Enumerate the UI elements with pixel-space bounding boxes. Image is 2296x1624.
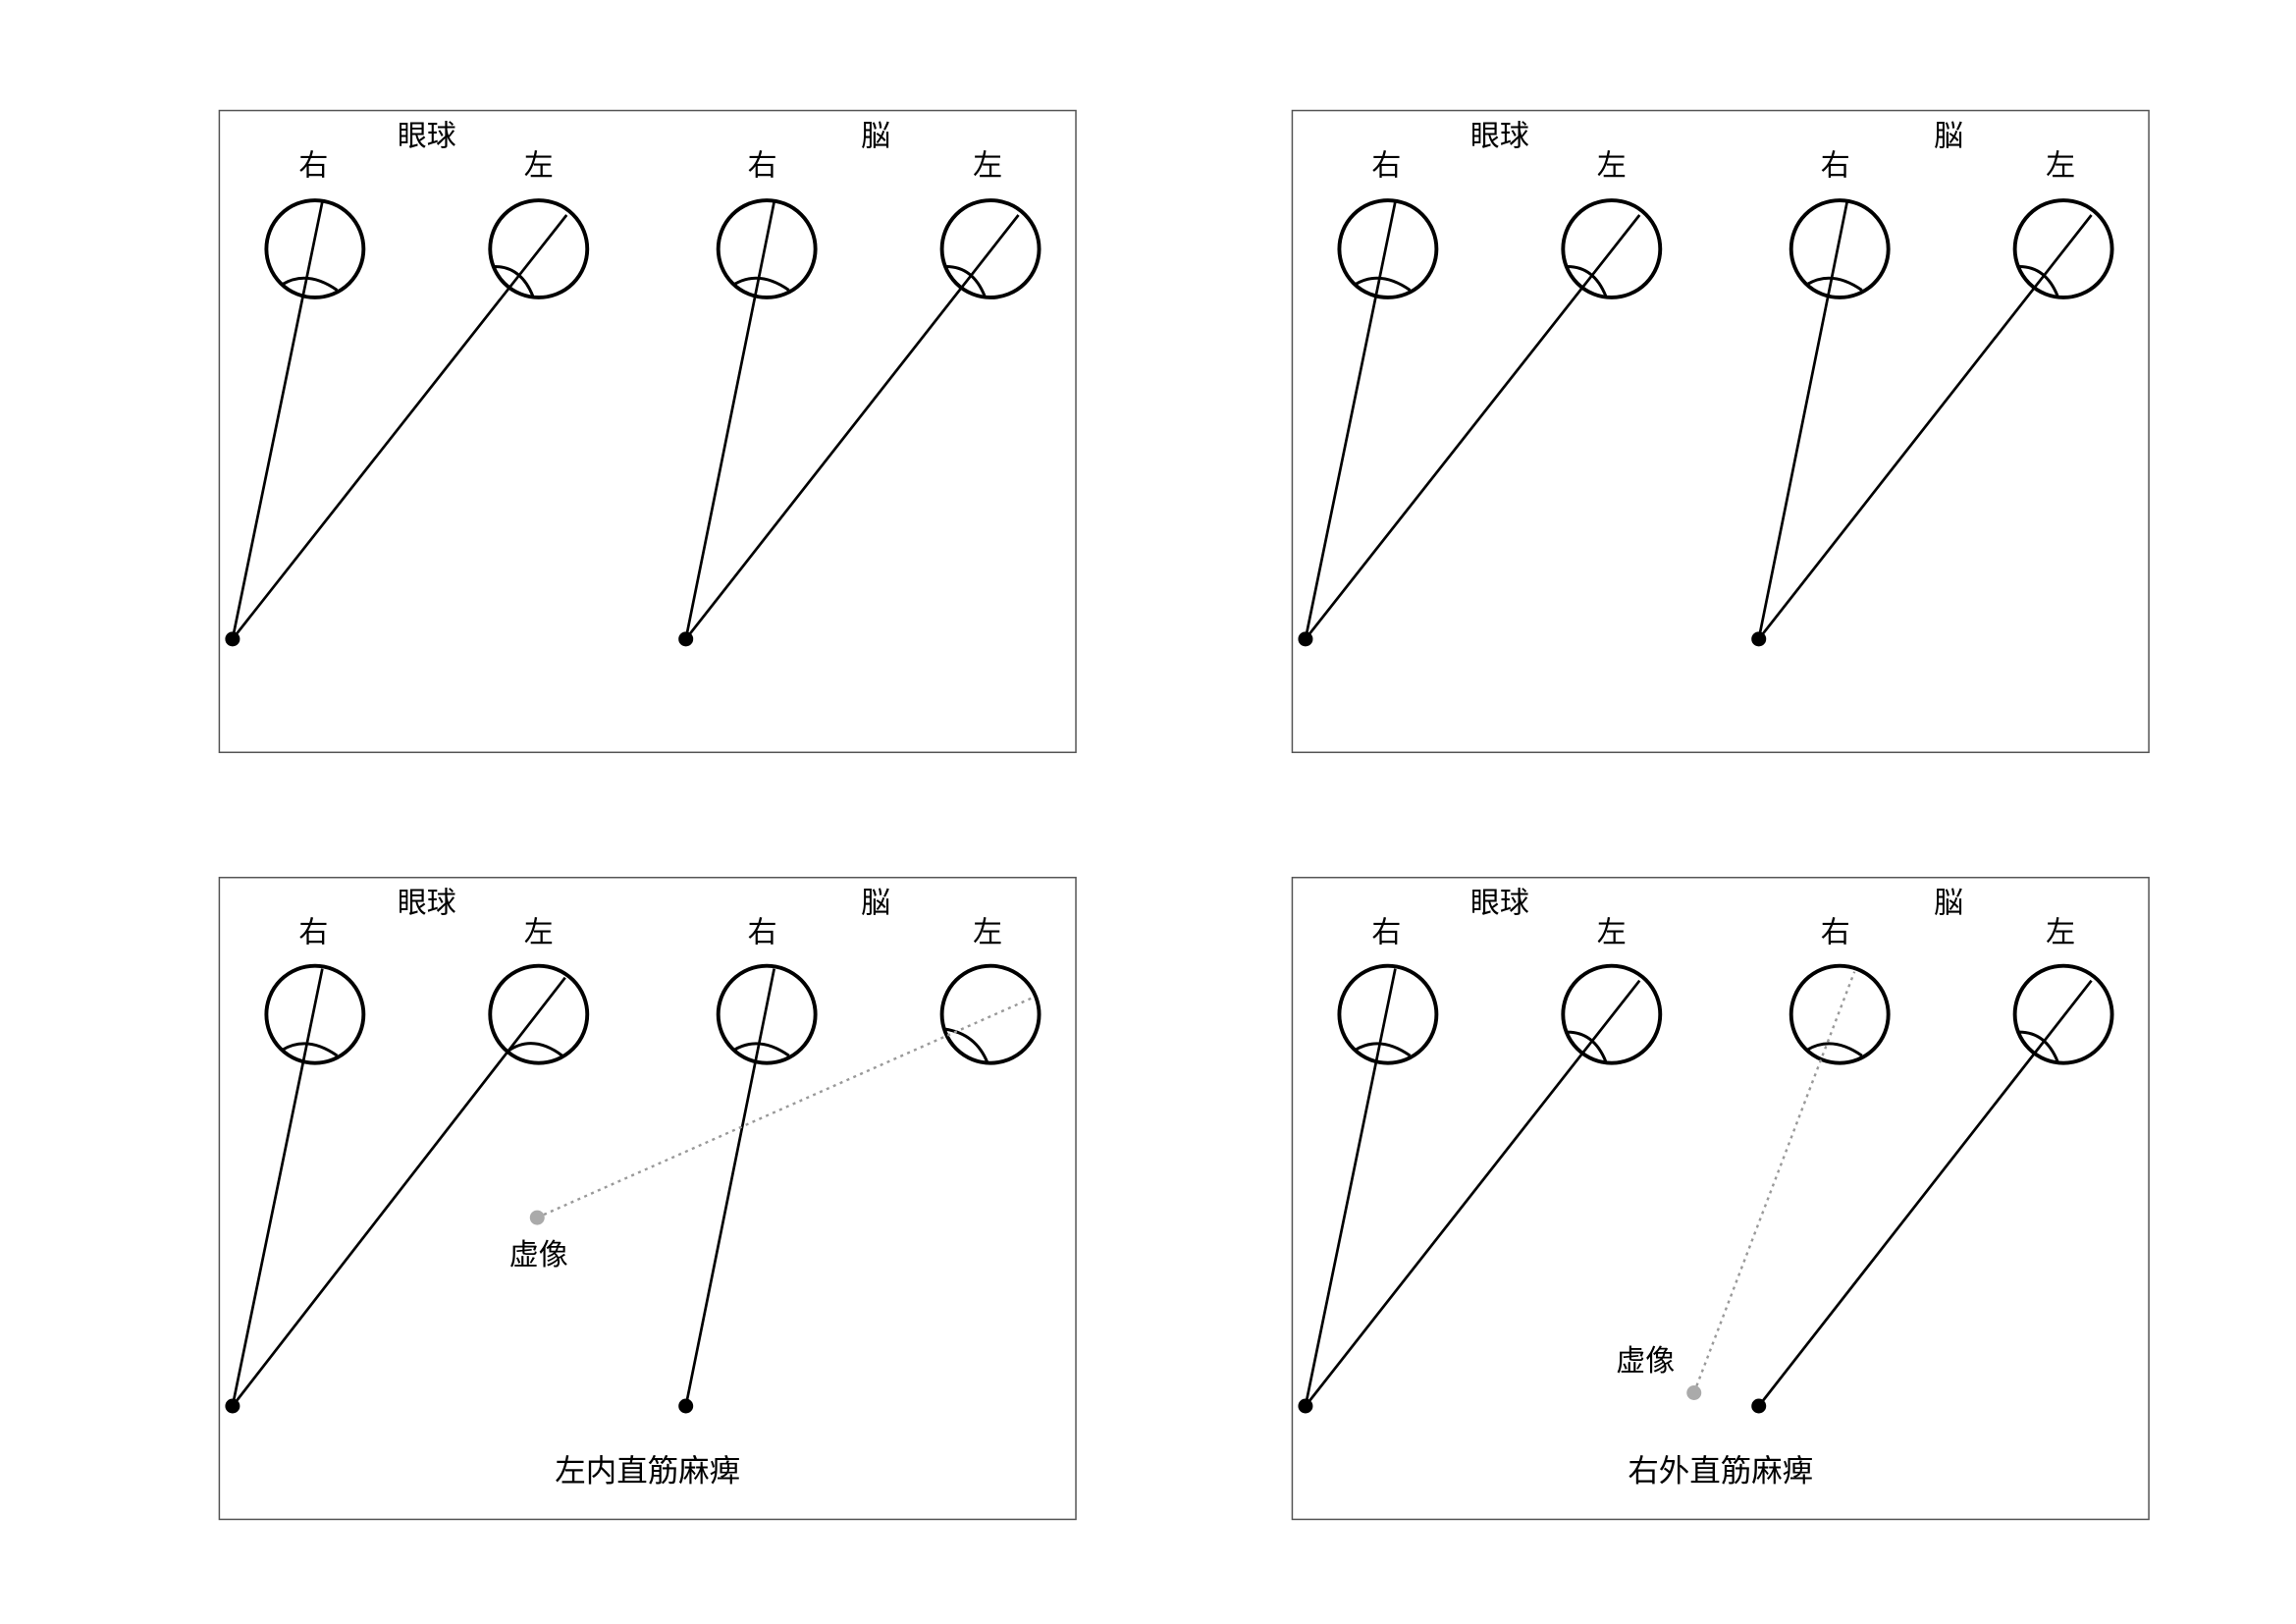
panel-normal-1: 眼球 脳 右 左 右 左 [218,109,1077,754]
panel-frame [218,876,1077,1521]
perceived-point [1751,1398,1767,1414]
retina-arc [1567,1030,1608,1062]
brain-eye-left [939,198,1041,299]
eye-left-label: 左 [524,149,554,184]
panel-right-lateral-rectus-palsy: 眼球 脳 右 左 右 左 虚像 右外直筋麻痺 [1291,876,2150,1521]
virtual-image-point [529,1210,545,1225]
brain-right-label: 右 [748,916,777,950]
perceived-line [1757,201,1849,640]
virtual-image-label: 虚像 [1616,1344,1675,1379]
sight-line [231,968,324,1407]
retina-arc [1806,276,1863,292]
eyeball-header: 眼球 [1470,887,1529,921]
panel-frame [218,109,1077,754]
retina-arc [1806,1042,1863,1057]
retina-arc [944,1027,989,1064]
perceived-point [1751,631,1767,647]
panel-left-medial-rectus-palsy: 眼球 脳 右 左 右 左 虚像 左内直筋麻痺 [218,876,1077,1521]
eyeball-header: 眼球 [398,120,456,154]
brain-eye-right [1789,963,1891,1065]
brain-header: 脳 [1934,887,1963,921]
sight-line [1304,201,1397,640]
retina-arc [2019,1030,2059,1062]
brain-right-label: 右 [748,149,777,184]
panel-frame [1291,109,2150,754]
virtual-image-line [536,996,1036,1219]
fixation-point [225,631,240,647]
brain-eye-left [2012,198,2114,299]
brain-left-label: 左 [2046,149,2075,184]
eye-left-label: 左 [1597,149,1627,184]
retina-arc [1567,264,1608,298]
retina-arc [733,276,790,292]
retina-arc [2019,264,2059,298]
eyeball-header: 眼球 [1470,120,1529,154]
sight-line [231,214,568,640]
perceived-line [684,201,775,640]
brain-eye-left [939,963,1041,1065]
brain-left-label: 左 [2046,916,2075,950]
panel-frame [1291,876,2150,1521]
eye-right-label: 右 [1371,149,1401,184]
fixation-point [225,1398,240,1414]
eye-right [264,963,366,1065]
eye-right [264,198,366,299]
brain-left-label: 左 [973,149,1002,184]
perceived-point [678,1398,694,1414]
virtual-image-label: 虚像 [509,1238,568,1272]
brain-header: 脳 [861,120,890,154]
virtual-image-line [1692,971,1856,1393]
eye-left [1561,963,1663,1065]
sight-line [231,201,324,640]
brain-right-label: 右 [1821,149,1850,184]
eye-left-label: 左 [524,916,554,950]
retina-arc [733,1042,790,1057]
eye-left-label: 左 [1597,916,1627,950]
brain-header: 脳 [1934,120,1963,154]
eye-left [1561,198,1663,299]
brain-left-label: 左 [973,916,1002,950]
eye-right [1337,198,1439,299]
brain-eye-left [2012,963,2114,1065]
brain-eye-right [1789,198,1891,299]
sight-line [1304,979,1641,1407]
panel-normal-2: 眼球 脳 右 左 右 左 [1291,109,2150,754]
brain-right-label: 右 [1821,916,1850,950]
caption: 左内直筋麻痺 [555,1453,740,1489]
eye-right-label: 右 [298,149,328,184]
retina-arc [1355,1042,1412,1057]
retina-arc [282,1042,339,1057]
eye-left [488,198,590,299]
perceived-point [678,631,694,647]
perceived-line [684,968,775,1407]
sight-line [1304,968,1397,1407]
sight-line [231,976,566,1407]
caption: 右外直筋麻痺 [1628,1453,1813,1489]
brain-eye-right [716,198,818,299]
eye-right [1337,963,1439,1065]
perceived-line [1757,979,2093,1407]
brain-eye-right [716,963,818,1065]
brain-header: 脳 [861,887,890,921]
retina-arc [1355,276,1412,292]
perceived-line [1757,214,2093,640]
eye-right-label: 右 [1371,916,1401,950]
eye-right-label: 右 [298,916,328,950]
retina-arc [282,276,339,292]
retina-arc [494,264,535,298]
retina-arc [946,264,987,298]
virtual-image-point [1686,1385,1702,1400]
sight-line [1304,214,1641,640]
perceived-line [684,214,1020,640]
eyeball-header: 眼球 [398,887,456,921]
fixation-point [1298,631,1313,647]
fixation-point [1298,1398,1313,1414]
eye-left [488,963,590,1065]
retina-arc [507,1042,563,1057]
